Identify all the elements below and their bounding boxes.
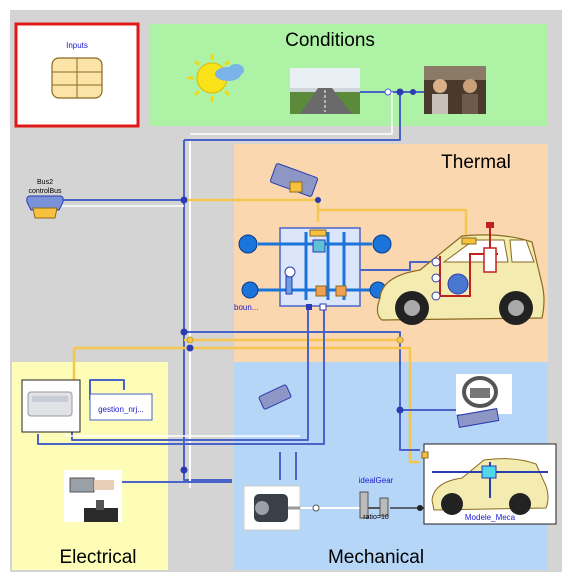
passengers-image[interactable] [424, 66, 486, 114]
vehicle-mechanics-block[interactable]: Modele_Meca [421, 443, 557, 525]
mechanical-label: Mechanical [328, 547, 424, 568]
boundary-label: boun... [234, 303, 258, 312]
gestion-label: gestion_nrj... [98, 405, 144, 414]
steering-wheel-image[interactable] [456, 374, 512, 428]
modele-meca-label: Modele_Meca [465, 513, 516, 522]
control-bus-connector[interactable]: Bus2 controlBus [26, 179, 64, 219]
charger-plug-image[interactable] [64, 470, 122, 522]
thermal-label: Thermal [441, 152, 511, 173]
controlbus-label: controlBus [28, 188, 62, 195]
inputs-label: Inputs [66, 41, 88, 50]
battery-module-image[interactable] [21, 379, 81, 433]
ratio-label: ratio=10 [363, 514, 389, 521]
junction-dots [180, 88, 404, 474]
electric-motor-image[interactable] [243, 485, 301, 531]
thermal-car-model[interactable] [376, 222, 545, 325]
weather-sun-icon[interactable] [188, 54, 244, 102]
conditions-label: Conditions [285, 30, 375, 51]
energy-management-block[interactable]: gestion_nrj... [89, 393, 153, 421]
bus2-label: Bus2 [37, 179, 53, 186]
ideal-gear-label: idealGear [359, 476, 394, 485]
inputs-block[interactable]: Inputs [14, 22, 140, 128]
electrical-label: Electrical [59, 547, 136, 568]
bus-wiring [37, 92, 468, 509]
ideal-gear-block[interactable]: idealGear ratio=10 [312, 476, 423, 521]
mechanical-controller-chip-icon[interactable] [258, 384, 292, 410]
thermal-circuit-block[interactable] [258, 227, 372, 307]
road-image[interactable] [290, 68, 360, 114]
thermal-controller-chip-icon[interactable] [269, 163, 319, 197]
